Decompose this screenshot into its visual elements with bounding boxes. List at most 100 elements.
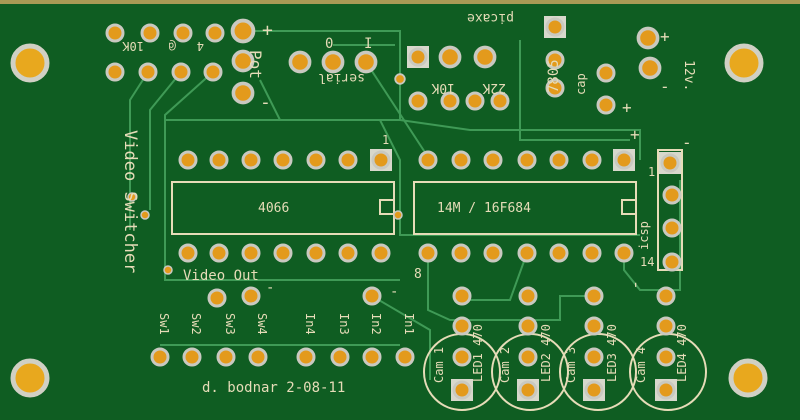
solder-pad <box>549 243 569 263</box>
label-cap-plus: + <box>622 98 632 117</box>
solder-pad <box>452 380 472 400</box>
solder-pad <box>231 49 255 73</box>
solder-pad <box>354 50 378 74</box>
solder-pad <box>362 286 382 306</box>
solder-pad <box>517 150 537 170</box>
label-4: 4 <box>197 39 204 53</box>
copper-traces <box>129 30 681 380</box>
label-pot-minus: - <box>260 92 271 113</box>
solder-pad <box>330 347 350 367</box>
label-minus-2: - <box>682 133 692 152</box>
label-10k-b: 10K <box>431 80 455 95</box>
label-sw4: Sw4 <box>255 313 269 335</box>
mounting-hole <box>10 358 50 398</box>
solder-pad <box>440 91 460 111</box>
solder-pad <box>656 347 676 367</box>
solder-pad <box>483 150 503 170</box>
solder-pad <box>371 243 391 263</box>
solder-pad <box>418 243 438 263</box>
solder-pad <box>338 150 358 170</box>
solder-pad <box>584 286 604 306</box>
solder-pad <box>140 23 160 43</box>
solder-pad <box>473 45 497 69</box>
label-icsp-minus: - <box>627 280 646 290</box>
solder-pad <box>545 17 565 37</box>
label-ic-4066: 4066 <box>258 201 289 216</box>
label-led2: LED2 470 <box>539 324 553 382</box>
solder-pad <box>518 316 538 336</box>
solder-pad <box>288 50 312 74</box>
solder-pad <box>140 210 150 220</box>
label-icsp: icsp <box>637 221 651 250</box>
solder-pad <box>452 286 472 306</box>
solder-pad <box>178 150 198 170</box>
silkscreen-text: picaxe Pot + - serial 0 I 10K @ 4 10K 22… <box>120 10 696 396</box>
label-in3: In3 <box>337 313 351 335</box>
label-pin8: 8 <box>414 267 422 282</box>
mounting-hole <box>728 358 768 398</box>
label-led4: LED4 470 <box>675 324 689 382</box>
solder-pad <box>438 45 462 69</box>
solder-pad <box>273 243 293 263</box>
label-7805: 7805 <box>546 59 562 93</box>
solder-pad <box>660 153 680 173</box>
solder-pad <box>203 62 223 82</box>
board-edge <box>0 0 800 4</box>
label-in2: In2 <box>369 313 383 335</box>
solder-pad <box>207 288 227 308</box>
solder-pad <box>549 150 569 170</box>
solder-pad <box>518 380 538 400</box>
solder-pad <box>338 243 358 263</box>
solder-pad <box>209 243 229 263</box>
solder-pad <box>173 23 193 43</box>
board-title: Video Switcher <box>120 130 140 273</box>
solder-pad <box>517 243 537 263</box>
solder-pad <box>393 210 403 220</box>
label-serial: serial <box>318 70 365 85</box>
solder-pad <box>306 243 326 263</box>
solder-pad <box>105 23 125 43</box>
label-cap: cap <box>574 73 588 95</box>
label-cam1: Cam 1 <box>432 347 446 383</box>
label-serial-i: I <box>364 36 372 52</box>
solder-pad <box>394 73 406 85</box>
label-pot: Pot <box>246 50 265 79</box>
solder-pad <box>596 95 616 115</box>
solder-pad <box>150 347 170 367</box>
solder-pad <box>362 347 382 367</box>
solder-pad <box>241 286 261 306</box>
label-22k: 22K <box>482 80 506 95</box>
label-vo-minus: - <box>266 280 274 296</box>
label-cam2: Cam 2 <box>498 347 512 383</box>
label-picaxe: picaxe <box>467 10 514 25</box>
solder-pad <box>662 185 682 205</box>
label-12v-plus: + <box>660 27 670 46</box>
label-in1: In1 <box>402 313 416 335</box>
solder-pad <box>205 23 225 43</box>
solder-pad <box>518 347 538 367</box>
solder-pad <box>321 50 345 74</box>
solder-pad <box>545 50 565 70</box>
solder-pad <box>584 316 604 336</box>
solder-pad <box>371 150 391 170</box>
label-led3: LED3 470 <box>605 324 619 382</box>
solder-pad <box>451 243 471 263</box>
solder-pad <box>163 265 173 275</box>
solder-pad <box>638 56 662 80</box>
solder-pad <box>231 81 255 105</box>
solder-pad <box>483 243 503 263</box>
label-vo-minus-2: - <box>390 284 398 300</box>
solder-pad <box>171 62 191 82</box>
label-plus-2: + <box>630 125 640 144</box>
solder-pad <box>209 150 229 170</box>
label-sw1: Sw1 <box>157 313 171 335</box>
label-pin14: 14 <box>640 255 654 269</box>
solder-pad <box>451 150 471 170</box>
solder-pad <box>296 347 316 367</box>
solder-pad <box>490 91 510 111</box>
label-sw3: Sw3 <box>223 313 237 335</box>
mounting-hole <box>724 43 764 83</box>
label-video-out: Video Out <box>183 268 259 284</box>
label-credit: d. bodnar 2-08-11 <box>202 380 345 396</box>
